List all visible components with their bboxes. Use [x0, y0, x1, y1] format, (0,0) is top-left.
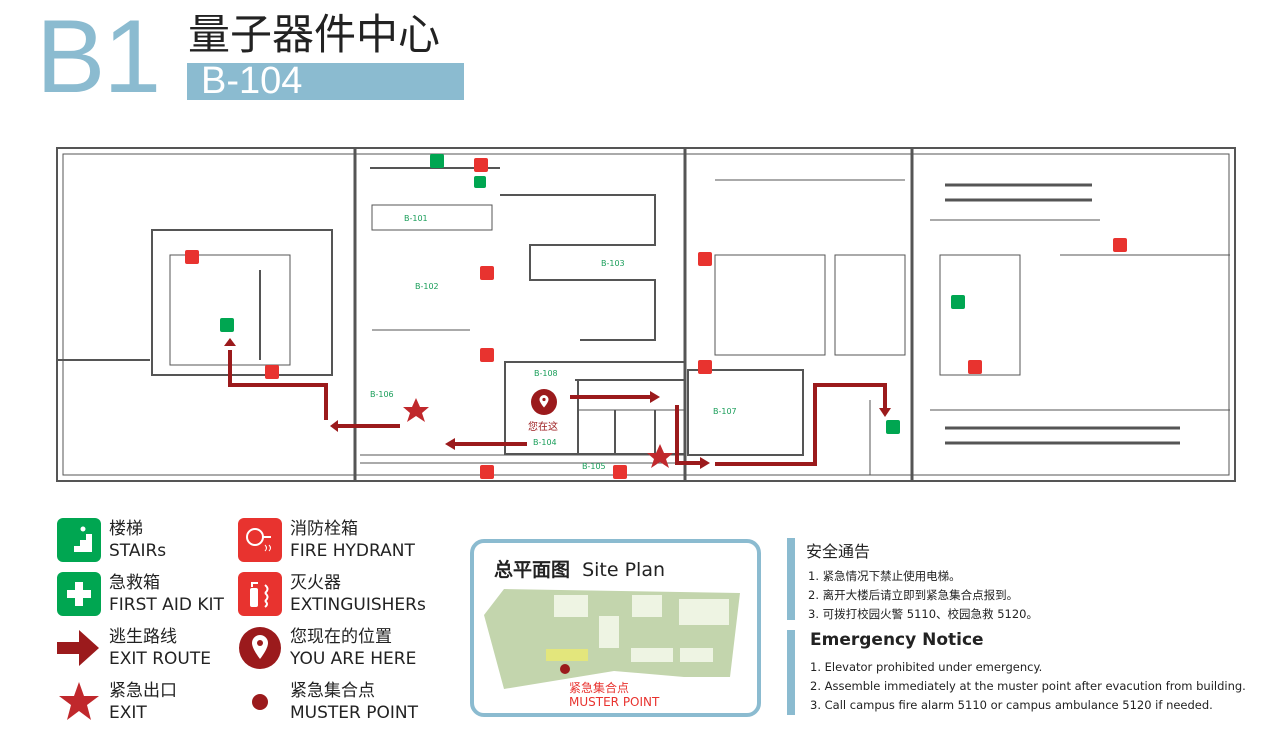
notice-item-en: 3. Call campus fire alarm 5110 or campus…	[810, 698, 1213, 712]
notice-item-zh: 3. 可拨打校园火警 5110、校园急救 5120。	[808, 607, 1038, 621]
notice-item-zh: 1. 紧急情况下禁止使用电梯。	[808, 569, 961, 583]
exit-routes	[228, 350, 887, 466]
room-label: B-102	[415, 282, 439, 291]
legend-label-en: FIRE HYDRANT	[290, 541, 415, 561]
site-map	[484, 589, 740, 689]
you-are-here-label: 您在这	[528, 420, 558, 433]
legend-label-zh: 紧急出口	[109, 681, 177, 701]
stairs-icon	[57, 518, 101, 562]
site-plan-title-en: Site Plan	[582, 559, 666, 581]
fire-hydrant-icon	[238, 518, 282, 562]
room-code: B-104	[201, 60, 303, 102]
exit-star-icon	[647, 444, 673, 468]
legend-label-zh: 逃生路线	[109, 627, 177, 647]
muster-point-icon	[238, 680, 282, 724]
notice-title-zh: 安全通告	[806, 542, 871, 561]
exit-star-icon	[403, 398, 429, 422]
legend-label-en: YOU ARE HERE	[290, 649, 417, 669]
notice-title-en: Emergency Notice	[810, 630, 984, 650]
room-code-bar: B-104	[187, 60, 464, 102]
first-aid-icon	[57, 572, 101, 616]
notice-item-zh: 2. 离开大楼后请立即到紧急集合点报到。	[808, 588, 1019, 602]
exit-star-icon	[57, 680, 101, 724]
legend-label-en: EXIT ROUTE	[109, 649, 211, 669]
legend-label-zh: 紧急集合点	[290, 681, 375, 701]
room-label: B-108	[534, 369, 558, 378]
exit-stars	[403, 398, 673, 468]
exit-route-arrow-icon	[57, 626, 101, 670]
legend-label-en: MUSTER POINT	[290, 703, 418, 723]
floor-code: B1	[36, 0, 161, 115]
notice-bar-en	[787, 630, 795, 715]
legend-label-en: STAIRs	[109, 541, 167, 561]
room-label: B-107	[713, 407, 737, 416]
walls	[56, 147, 1236, 482]
site-plan-title-zh: 总平面图	[494, 559, 571, 581]
notice-item-en: 1. Elevator prohibited under emergency.	[810, 660, 1043, 674]
you-are-here-marker: 您在这	[528, 389, 558, 433]
room-label: B-105	[582, 462, 606, 471]
legend-label-zh: 灭火器	[290, 573, 341, 593]
extinguisher-icon	[238, 572, 282, 616]
legend-label-zh: 楼梯	[109, 519, 143, 539]
muster-label-zh: 紧急集合点	[569, 681, 630, 695]
legend-label-en: EXIT	[109, 703, 147, 723]
legend-label-en: EXTINGUISHERs	[290, 595, 426, 615]
building-name: 量子器件中心	[188, 10, 441, 59]
room-label: B-101	[404, 214, 428, 223]
stairs-markers	[220, 154, 965, 434]
floor-plan: B-101 B-102 B-103 B-104 B-105 B-106 B-10…	[56, 147, 1236, 482]
legend-label-zh: 您现在的位置	[290, 627, 392, 647]
room-label: B-103	[601, 259, 625, 268]
notice-bar-zh	[787, 538, 795, 620]
site-plan: 总平面图 Site Plan 紧急集合点 MUSTER POINT	[470, 539, 761, 717]
room-label: B-106	[370, 390, 394, 399]
legend-label-zh: 消防栓箱	[290, 519, 358, 539]
muster-label-en: MUSTER POINT	[569, 695, 660, 709]
location-pin-icon	[238, 626, 282, 670]
legend-label-en: FIRST AID KIT	[109, 595, 224, 615]
fire-equipment	[185, 158, 1127, 479]
legend-label-zh: 急救箱	[109, 573, 160, 593]
notice-item-en: 2. Assemble immediately at the muster po…	[810, 679, 1246, 693]
room-label: B-104	[533, 438, 557, 447]
